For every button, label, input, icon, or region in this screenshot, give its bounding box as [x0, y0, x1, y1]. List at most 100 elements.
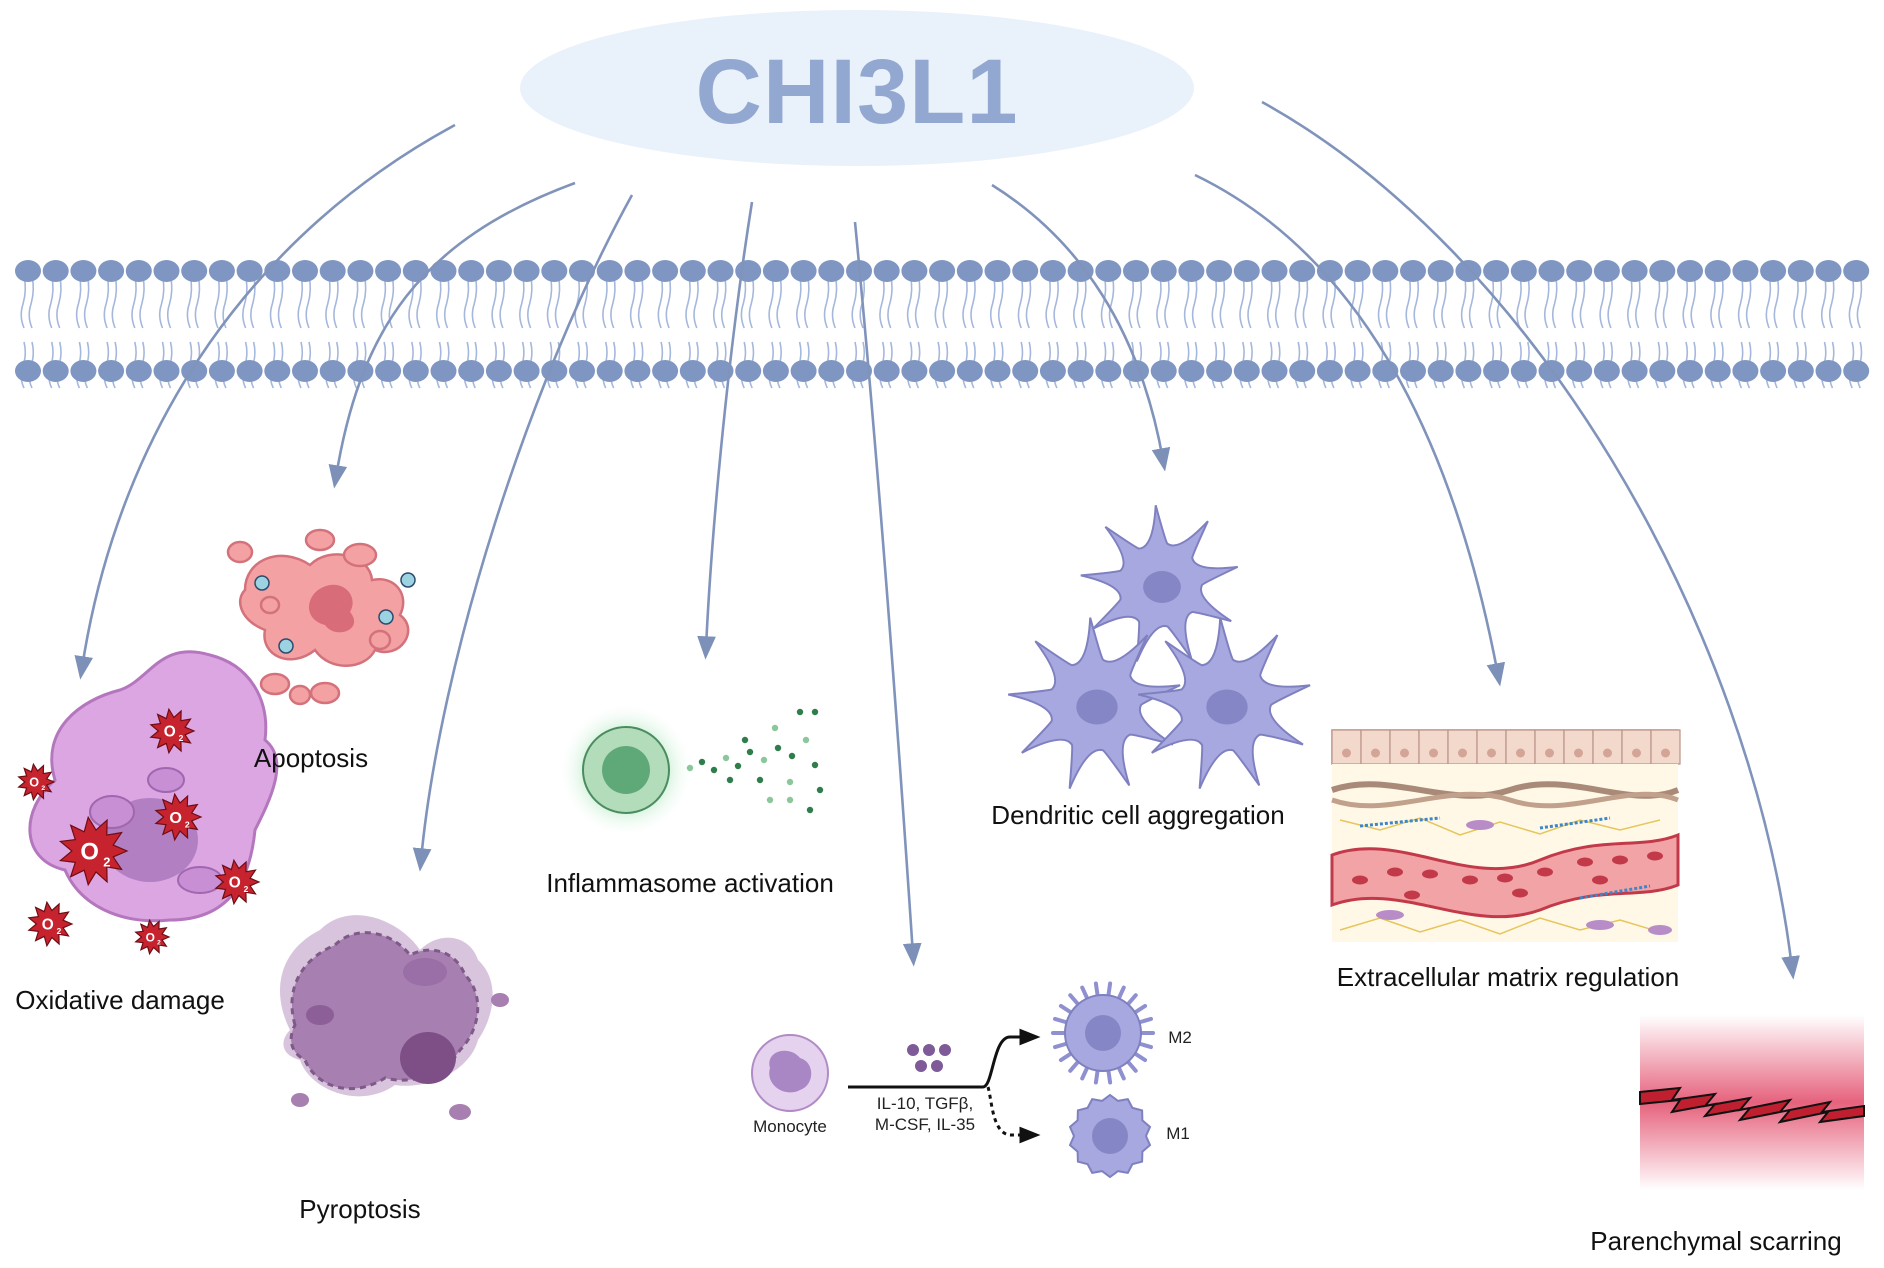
membrane-head [984, 360, 1011, 382]
membrane-head [485, 260, 512, 282]
membrane-head [1095, 360, 1122, 382]
red-blood-cell [1387, 867, 1403, 877]
granule [786, 796, 794, 804]
arrow-scarring [1261, 100, 1800, 980]
membrane-head [762, 260, 789, 282]
epithelial-cell [1592, 729, 1623, 765]
membrane-head [1261, 260, 1288, 282]
membrane-head [1593, 260, 1620, 282]
arrow-ecm [1194, 173, 1506, 687]
pyroptosis-cell [280, 915, 509, 1120]
label-m1: M1 [1166, 1124, 1190, 1143]
monocyte-cell [751, 1034, 829, 1112]
membrane-head [652, 360, 679, 382]
membrane-head [1538, 260, 1565, 282]
membrane-head [402, 260, 429, 282]
membrane-head [790, 360, 817, 382]
membrane-head [1677, 360, 1703, 382]
granule [811, 761, 819, 769]
epithelial-cell [1447, 729, 1478, 765]
membrane-head [1760, 360, 1787, 382]
epithelial-cell [1621, 729, 1652, 765]
inflammasome-cell [558, 702, 694, 838]
granule [760, 756, 768, 764]
label-inflammasome-activation: Inflammasome activation [546, 868, 834, 898]
granule [811, 708, 819, 716]
membrane-head [1510, 260, 1537, 282]
membrane-head [98, 360, 125, 382]
membrane-head [984, 260, 1011, 282]
granule [806, 806, 814, 814]
membrane-head [1677, 260, 1703, 282]
membrane-head [153, 360, 180, 382]
membrane-head [1649, 360, 1676, 382]
arrow-inflammasome [697, 201, 754, 660]
granule [734, 762, 742, 770]
membrane-head [1150, 360, 1177, 382]
membrane-head [1123, 260, 1149, 282]
membrane-head [762, 360, 789, 382]
membrane-head [1455, 360, 1482, 382]
membrane-head [1289, 260, 1316, 282]
membrane-head [1344, 360, 1371, 382]
polarization-arrow-m2 [848, 1028, 1041, 1089]
dendritic-cells [1007, 505, 1311, 789]
membrane-head [375, 360, 402, 382]
membrane-head [846, 360, 872, 382]
granule [746, 748, 754, 756]
o2-subscript: 2 [103, 854, 110, 869]
label-dendritic-cell-aggregation: Dendritic cell aggregation [991, 800, 1285, 830]
membrane-head [1206, 360, 1233, 382]
membrane-head [596, 360, 623, 382]
membrane-head [1316, 360, 1343, 382]
membrane-head [679, 360, 706, 382]
membrane-head [1012, 260, 1039, 282]
membrane-head [1704, 360, 1731, 382]
membrane-head [98, 260, 125, 282]
membrane-head [569, 260, 595, 282]
membrane-head [430, 360, 457, 382]
o2-symbol: O [80, 839, 99, 866]
membrane-head [1704, 260, 1731, 282]
membrane-head [596, 260, 623, 282]
granule [816, 786, 824, 794]
membrane-head [181, 260, 208, 282]
dendritic-cell [1137, 617, 1311, 789]
membrane-head [1039, 260, 1066, 282]
membrane-head [1150, 260, 1177, 282]
cytokine-dots [907, 1044, 951, 1072]
membrane-head [1843, 260, 1870, 282]
membrane-head [125, 360, 152, 382]
label-cytokines-line1: IL-10, TGFβ, [876, 1094, 974, 1113]
red-blood-cell [1497, 873, 1513, 883]
membrane-head [1815, 360, 1842, 382]
membrane-head [735, 260, 762, 282]
membrane-head [1760, 260, 1787, 282]
chi3l1-title: CHI3L1 [695, 41, 1019, 143]
membrane-head [1510, 360, 1537, 382]
membrane-head [1566, 260, 1593, 282]
membrane-head [1178, 360, 1205, 382]
membrane-head [485, 360, 512, 382]
membrane-head [541, 260, 568, 282]
m2-macrophage [1051, 981, 1155, 1085]
membrane-head [901, 360, 928, 382]
red-blood-cell [1404, 890, 1420, 900]
membrane-head [513, 360, 540, 382]
membrane-head [1067, 360, 1094, 382]
label-extracellular-matrix-regulation: Extracellular matrix regulation [1336, 962, 1680, 992]
membrane-head [1289, 360, 1316, 382]
membrane-head [292, 260, 318, 282]
membrane-head [790, 260, 817, 282]
membrane-head [1483, 260, 1510, 282]
membrane-head [1400, 260, 1426, 282]
membrane-head [458, 260, 485, 282]
granule [741, 736, 749, 744]
membrane-head [707, 260, 734, 282]
red-blood-cell [1422, 869, 1438, 879]
membrane-head [1427, 260, 1454, 282]
